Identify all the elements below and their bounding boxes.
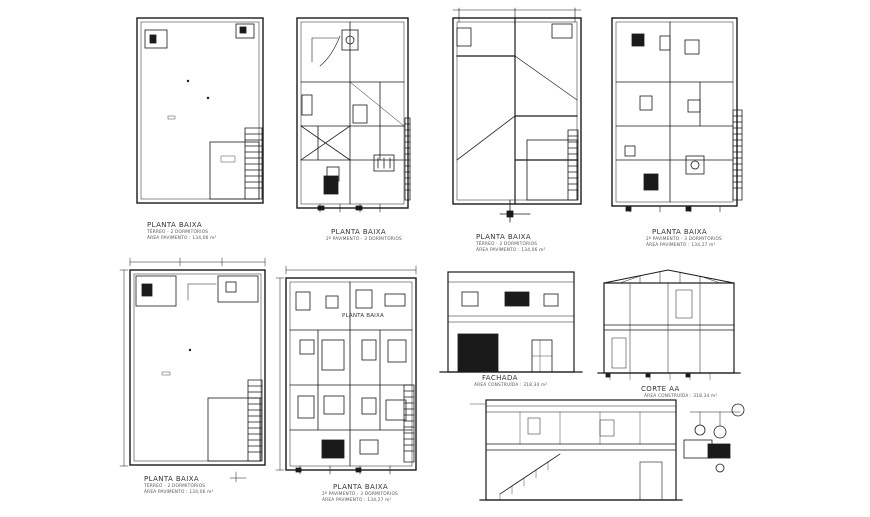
caption-area: ÁREA PAVIMENTO : 134,06 m² [144, 490, 214, 495]
caption-title: PLANTA BAIXA [476, 233, 532, 241]
caption-title: PLANTA BAIXA [333, 483, 389, 491]
plan-structural-1 [452, 7, 582, 223]
caption-title: PLANTA BAIXA [144, 475, 200, 483]
plan-second-floor-3 [275, 265, 417, 475]
caption-subtitle: 2º PAVIMENTO - 3 DORMITÓRIOS [322, 492, 398, 497]
plan-ground-floor-1 [136, 17, 264, 204]
caption-title: CORTE AA [641, 385, 680, 393]
water-tank-detail [683, 403, 745, 473]
caption-area: ÁREA PAVIMENTO : 134,06 m² [147, 236, 217, 241]
facade-elevation [439, 271, 583, 373]
caption-title: PLANTA BAIXA [331, 228, 387, 236]
caption-title: PLANTA BAIXA [147, 221, 203, 229]
caption-subtitle: TÉRREO - 2 DORMITÓRIOS [147, 230, 209, 235]
caption-title: FACHADA [482, 374, 518, 382]
plan-second-floor-2 [611, 17, 743, 213]
plan-second-floor-1 [296, 17, 411, 213]
caption-area: ÁREA PAVIMENTO : 134,06 m² [476, 248, 546, 253]
longitudinal-section [469, 399, 745, 501]
caption-subtitle: TÉRREO - 2 DORMITÓRIOS [476, 242, 538, 247]
caption-area: ÁREA CONSTRUÍDA : 318,34 m² [474, 383, 548, 388]
caption-subtitle: TÉRREO - 2 DORMITÓRIOS [144, 484, 206, 489]
caption-subtitle: 2º PAVIMENTO - 3 DORMITÓRIOS [646, 237, 722, 242]
plan-ground-floor-2 [119, 257, 266, 483]
caption-area: ÁREA CONSTRUÍDA : 318,34 m² [644, 394, 718, 399]
inner-plan-label: PLANTA BAIXA [342, 313, 384, 319]
caption-area: ÁREA PAVIMENTO : 134,27 m² [322, 498, 392, 503]
caption-area: ÁREA PAVIMENTO : 134,27 m² [646, 243, 716, 248]
section-aa [597, 269, 741, 381]
caption-subtitle: 2º PAVIMENTO - 3 DORMITÓRIOS [326, 237, 402, 242]
caption-title: PLANTA BAIXA [652, 228, 708, 236]
